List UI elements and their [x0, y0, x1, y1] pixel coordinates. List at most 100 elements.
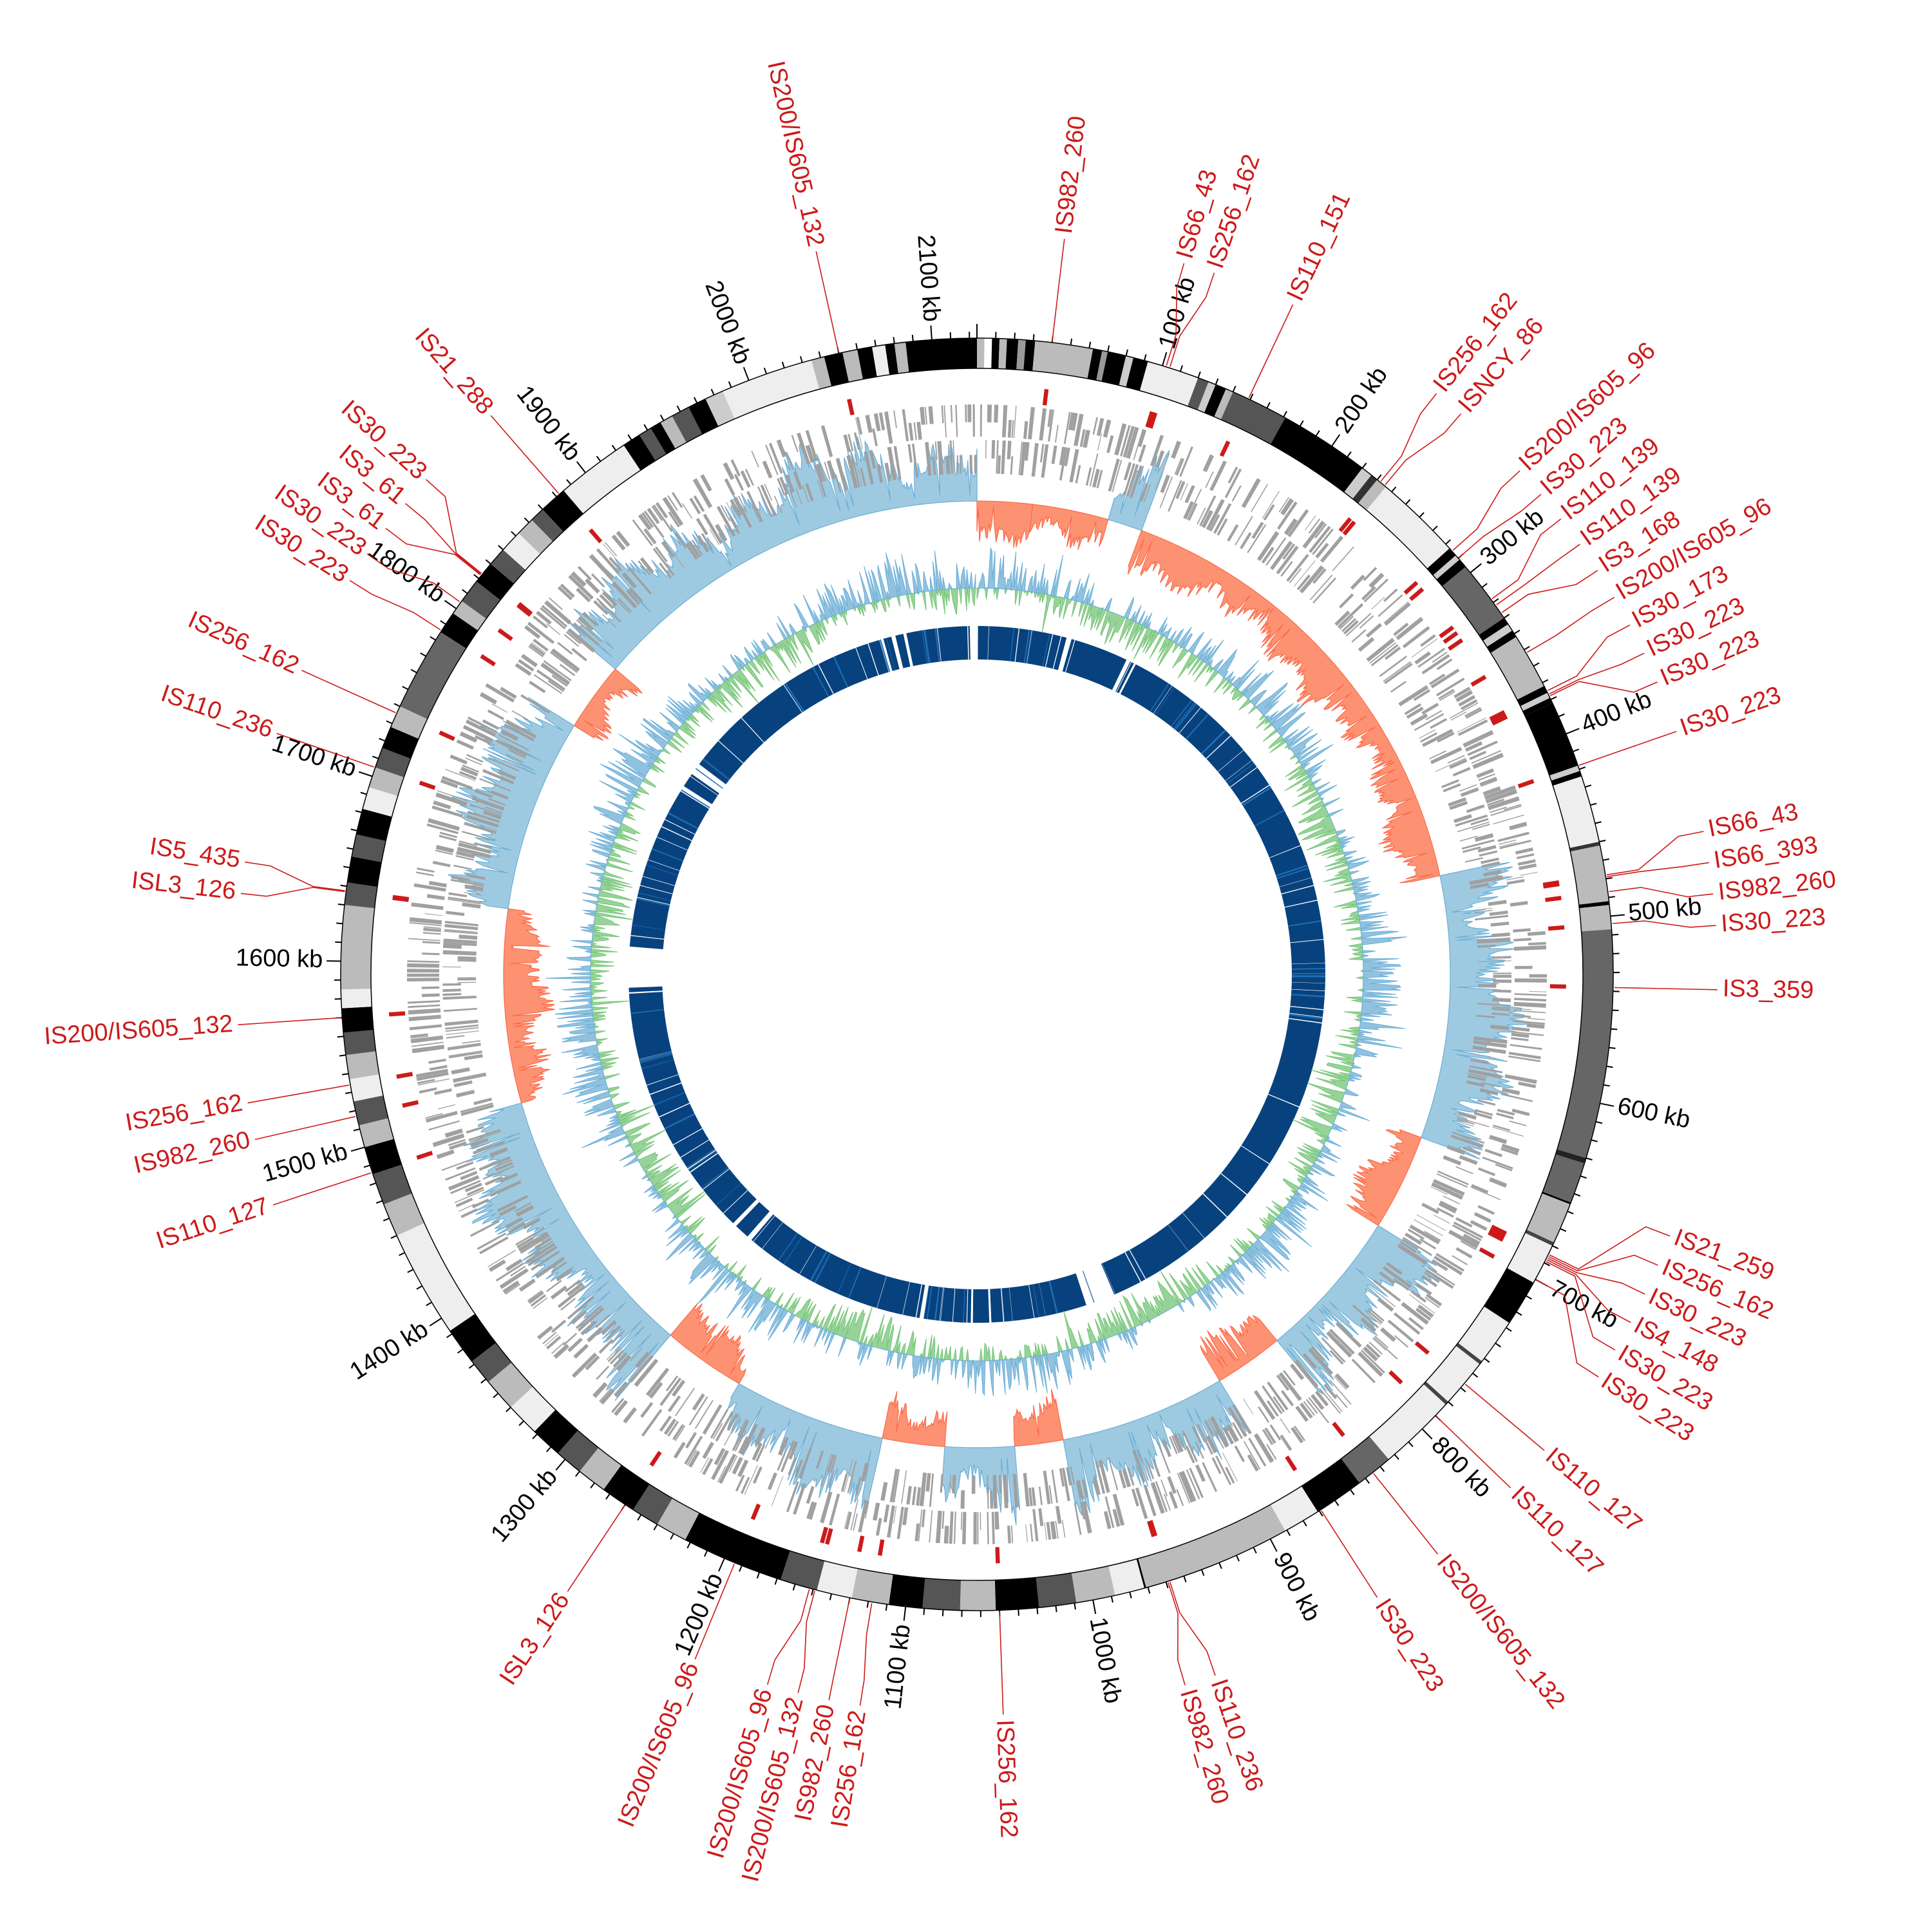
- ideogram-band: [685, 1513, 790, 1580]
- is-leader-line: [1549, 1226, 1671, 1270]
- is-element-mark: [1148, 412, 1158, 429]
- is-element-mark: [517, 601, 533, 616]
- ideogram-band: [341, 905, 375, 990]
- ideogram-band: [657, 1498, 699, 1540]
- is-element-mark: [1414, 1341, 1430, 1355]
- ideogram-band: [1579, 905, 1612, 932]
- ideogram-band: [650, 422, 676, 455]
- ideogram-band: [1366, 487, 1450, 569]
- is-leader-line: [1321, 1510, 1378, 1598]
- ideogram-band: [1426, 548, 1456, 576]
- tick-label: 2100 kb: [912, 234, 945, 323]
- is-leader-line: [238, 1017, 341, 1025]
- is-leader-line: [1501, 570, 1598, 613]
- is-element-mark: [1285, 1455, 1298, 1472]
- is-element-mark: [649, 1450, 662, 1467]
- ideogram-band: [1214, 388, 1233, 420]
- ideogram-band: [400, 632, 466, 719]
- is-leader-line: [859, 1603, 873, 1706]
- ideogram-band: [1126, 357, 1148, 391]
- is-leader-line: [1548, 624, 1631, 691]
- is-element-mark: [439, 730, 455, 741]
- is-leader-line: [1248, 304, 1294, 398]
- is-element-mark: [497, 628, 513, 641]
- is-element-mark: [1492, 714, 1508, 726]
- is-element-mark: [1388, 1370, 1403, 1385]
- is-leader-line: [1168, 1582, 1186, 1685]
- ideogram-band: [905, 338, 977, 372]
- ideogram-band: [1138, 1504, 1285, 1588]
- ideogram-band: [1507, 1233, 1553, 1283]
- is-element-mark: [1549, 984, 1566, 989]
- ideogram-band: [503, 533, 540, 570]
- inner-block: [683, 774, 719, 804]
- inner-block: [699, 639, 889, 784]
- ideogram-band: [383, 1193, 424, 1236]
- is-element-mark: [1219, 440, 1231, 457]
- ideogram-band: [531, 509, 564, 542]
- ideogram-band: [1032, 341, 1094, 379]
- is-leader-line: [815, 251, 839, 352]
- ideogram-band: [660, 415, 687, 449]
- ideogram-band: [341, 989, 372, 1009]
- is-leader-line: [1606, 831, 1704, 876]
- is-element-mark: [847, 399, 855, 415]
- is-element-mark: [825, 1528, 833, 1545]
- ideogram-band: [1271, 417, 1363, 493]
- is-element-mark: [1042, 389, 1049, 406]
- ideogram-band: [984, 338, 992, 369]
- ideogram-band: [977, 338, 985, 369]
- ideogram-band: [382, 726, 419, 759]
- ideogram-band: [1204, 384, 1226, 417]
- is-leader-line: [385, 527, 481, 576]
- ideogram-band: [1570, 845, 1609, 905]
- gc-content-track: [545, 547, 1407, 1397]
- ideogram-band: [1542, 1154, 1585, 1203]
- is-element-marks: [388, 389, 1566, 1564]
- is-leader-line: [1536, 1279, 1599, 1378]
- is-element-mark: [877, 1539, 885, 1556]
- inner-block: [629, 791, 709, 949]
- is-leader-line: [1549, 652, 1645, 695]
- is-leader-line: [766, 1589, 810, 1685]
- is-leader-line: [254, 1115, 356, 1141]
- ideogram-band: [1553, 776, 1600, 848]
- ideogram-band: [824, 352, 849, 386]
- is-element-mark: [1145, 411, 1154, 428]
- is-element-mark: [820, 1526, 828, 1544]
- ideogram-band: [1197, 381, 1216, 413]
- is-element-mark: [1448, 638, 1464, 651]
- ideogram-band: [476, 564, 514, 600]
- is-element-mark: [402, 1100, 419, 1108]
- ideogram-band: [1101, 352, 1126, 386]
- ideogram-band: [1108, 1558, 1144, 1596]
- ideogram-band: [1271, 1486, 1318, 1531]
- ideogram-band: [462, 581, 500, 619]
- ideogram-band: [564, 445, 641, 514]
- inner-block: [629, 986, 757, 1224]
- ideogram-band: [1551, 771, 1582, 786]
- is-leader-line: [1464, 1383, 1545, 1451]
- ideogram-band: [639, 428, 667, 461]
- ideogram-band: [705, 391, 735, 426]
- ideogram-band: [1486, 630, 1517, 653]
- tick-marks: [327, 324, 1625, 1621]
- is-leader-line: [567, 1505, 625, 1592]
- inner-block: [736, 1202, 770, 1237]
- is-leader-line: [1435, 1416, 1511, 1488]
- is-leader-line: [490, 415, 559, 494]
- ideogram-band: [1344, 468, 1372, 499]
- ideogram-band: [1220, 392, 1285, 444]
- ideogram-band: [1087, 348, 1103, 381]
- ideogram-band: [1426, 1345, 1480, 1402]
- ideogram-band: [1525, 703, 1578, 776]
- ideogram-band: [375, 748, 411, 777]
- is-leader-line: [1492, 518, 1562, 600]
- is-element-mark: [1488, 1231, 1504, 1242]
- inner-block: [883, 636, 900, 671]
- ideogram-band: [1484, 1268, 1534, 1323]
- ideogram-band: [1549, 765, 1580, 781]
- ideogram-band: [998, 338, 1007, 370]
- is-element-mark: [1543, 882, 1560, 889]
- is-leader-line: [1612, 920, 1716, 928]
